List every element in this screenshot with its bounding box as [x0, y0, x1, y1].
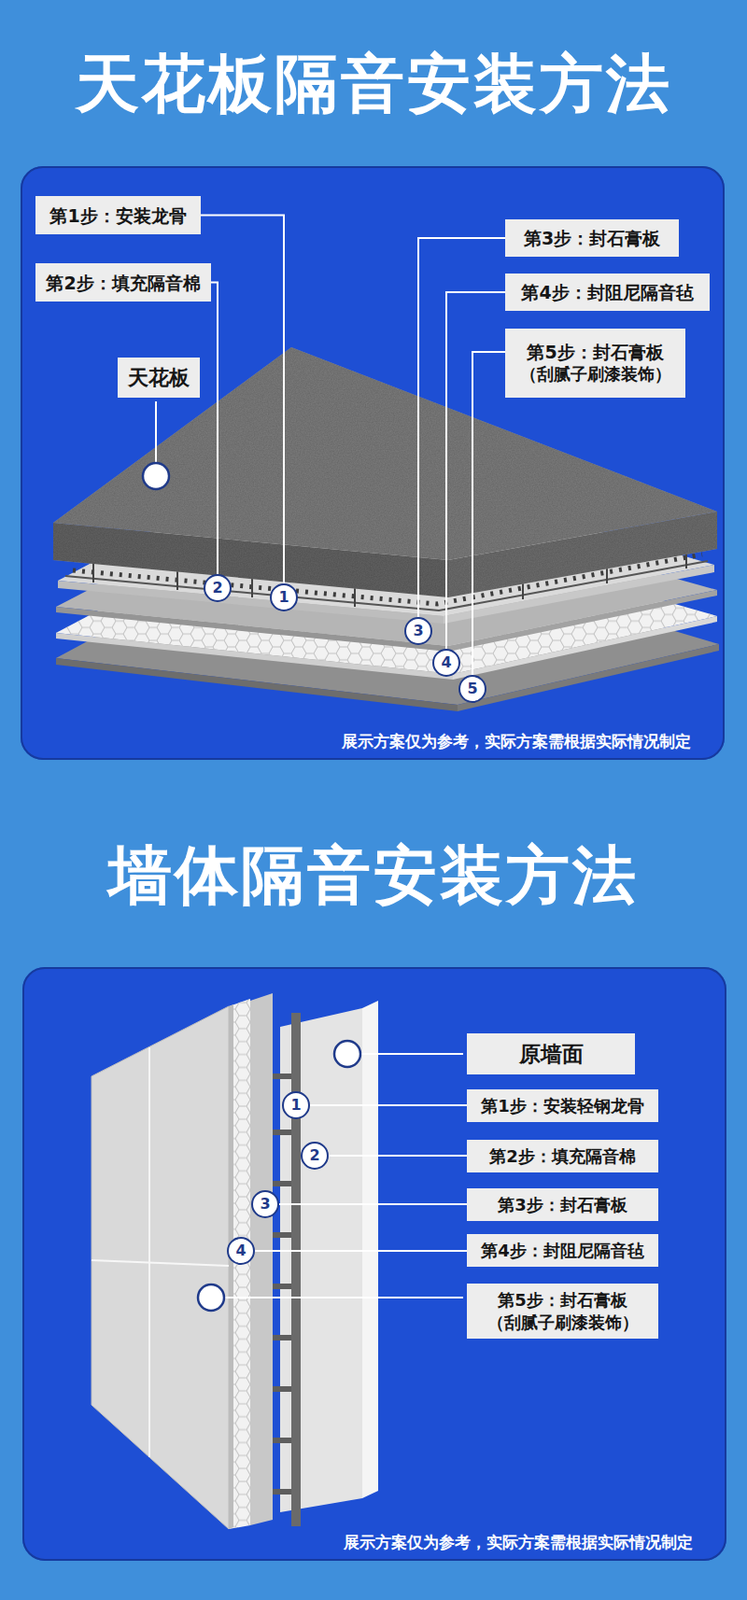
label-text: 第2步：填充隔音棉 [45, 271, 200, 295]
leader-line [254, 1250, 467, 1253]
label-text: （刮腻子刷漆装饰） [520, 363, 672, 386]
label-area: 墙体隔音安装方法 [0, 836, 747, 916]
leader-line [211, 282, 218, 576]
callout-digit: 5 [466, 681, 478, 697]
step-label: 第3步：封石膏板 [466, 1188, 659, 1222]
callout-digit: 4 [440, 655, 452, 671]
callout-number: 5 [458, 675, 487, 704]
leader-line [418, 238, 506, 618]
callout-digit: 3 [259, 1197, 270, 1213]
label-text: 第2步：填充隔音棉 [489, 1145, 636, 1169]
note-text: 展示方案仅为参考，实际方案需根据实际情况制定 [341, 730, 691, 753]
label-text: 第4步：封阻尼隔音毡 [480, 1240, 645, 1263]
step-label: 天花板 [117, 357, 200, 398]
label-text: 第3步：封石膏板 [523, 226, 661, 250]
step-label: 第3步：封石膏板 [505, 219, 679, 257]
leader-line [446, 292, 506, 649]
callout-number: 3 [251, 1190, 280, 1219]
step-label: 第5步：封石膏板（刮腻子刷漆装饰） [466, 1283, 659, 1339]
step-label: 第4步：封阻尼隔音毡 [466, 1234, 659, 1268]
ceiling-layers [53, 347, 719, 712]
callout-digit: 2 [211, 580, 223, 596]
callout-number: 4 [226, 1237, 255, 1266]
leader-line [361, 1053, 464, 1056]
panel-frame: 展示方案仅为参考，实际方案需根据实际情况制定 原墙面第1步：安装轻钢龙骨第2步：填… [22, 967, 727, 1562]
callout-digit: 1 [278, 590, 289, 606]
label-text: 第5步：封石膏板 [526, 340, 663, 364]
label-text: 第1步：安装龙骨 [49, 204, 186, 227]
panel-ground [20, 166, 725, 761]
leader-line [155, 401, 157, 463]
step-label: 原墙面 [466, 1033, 635, 1075]
label-text: 第3步：封石膏板 [497, 1194, 628, 1217]
step-label: 第1步：安装轻钢龙骨 [466, 1089, 659, 1123]
step-label: 第2步：填充隔音棉 [35, 263, 212, 302]
label-text: 原墙面 [519, 1042, 584, 1066]
callout-number: 2 [300, 1141, 329, 1170]
marker-dot [197, 1284, 225, 1311]
section-title: 墙体隔音安装方法 [0, 836, 747, 916]
title-area: 天花板隔音安装方法 [0, 44, 747, 141]
step-label: 第2步：填充隔音棉 [466, 1140, 659, 1173]
step-label: 第1步：安装龙骨 [35, 196, 201, 235]
note-text: 展示方案仅为参考，实际方案需根据实际情况制定 [343, 1531, 693, 1554]
leader-line [225, 1296, 464, 1299]
wall-layers [91, 993, 379, 1530]
callout-digit: 1 [290, 1098, 301, 1114]
label-text: 第1步：安装轻钢龙骨 [480, 1095, 645, 1118]
leader-line [279, 1203, 467, 1206]
callout-number: 1 [281, 1091, 311, 1120]
panel-frame: 展示方案仅为参考，实际方案需根据实际情况制定 第1步：安装龙骨第2步：填充隔音棉天… [20, 166, 725, 761]
leader-line [200, 215, 284, 585]
callout-number: 1 [269, 583, 298, 612]
step-label: 第4步：封阻尼隔音毡 [505, 273, 710, 311]
callout-digit: 2 [309, 1148, 320, 1164]
leader-line [310, 1104, 467, 1107]
leader-line [472, 352, 506, 676]
marker-dot [334, 1041, 361, 1068]
leader-line [328, 1155, 467, 1157]
callout-number: 2 [203, 574, 232, 603]
callout-number: 4 [432, 648, 461, 677]
marker-dot [142, 463, 170, 490]
label-text: 天花板 [127, 366, 190, 390]
callout-number: 3 [404, 617, 433, 646]
label-text: （刮腻子刷漆装饰） [487, 1311, 639, 1335]
callout-digit: 3 [412, 623, 423, 639]
panel-ground [22, 967, 727, 1562]
step-label: 第5步：封石膏板（刮腻子刷漆装饰） [505, 328, 686, 398]
label-text: 第5步：封石膏板 [497, 1289, 628, 1312]
page-title: 天花板隔音安装方法 [75, 46, 673, 121]
label-text: 第4步：封阻尼隔音毡 [521, 281, 693, 304]
callout-digit: 4 [235, 1243, 246, 1259]
